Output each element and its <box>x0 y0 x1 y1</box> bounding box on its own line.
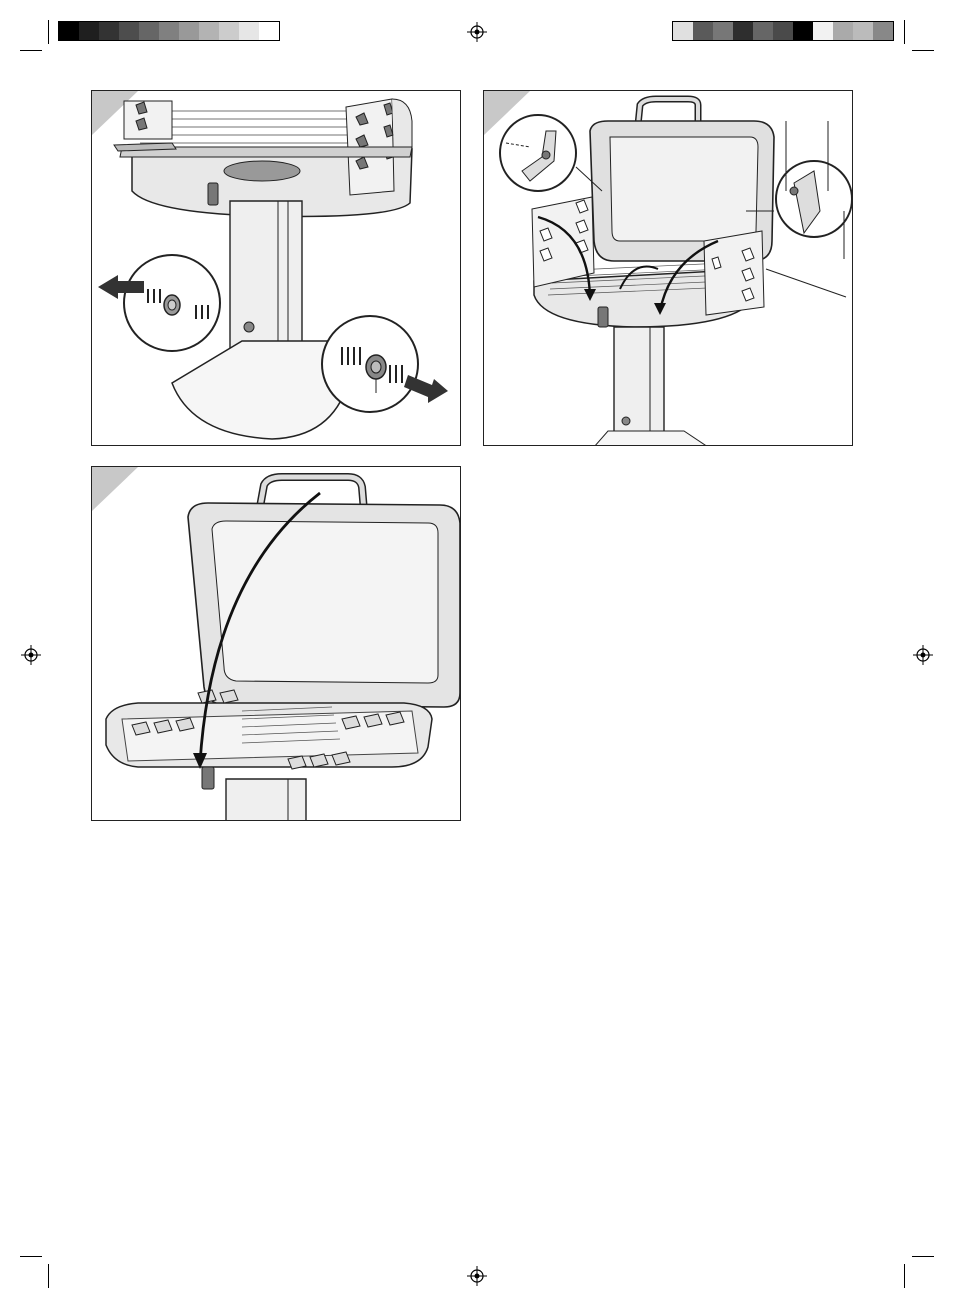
swatch <box>219 22 239 40</box>
swatch <box>59 22 79 40</box>
swatch <box>239 22 259 40</box>
swatch <box>833 22 853 40</box>
arrow-curve-icon <box>193 753 207 769</box>
swatch <box>813 22 833 40</box>
arrow-out-icon <box>404 375 448 403</box>
grill-side-knobs-illustration <box>92 91 448 440</box>
swatch <box>873 22 893 40</box>
crop-mark <box>912 50 934 51</box>
registration-target-icon <box>467 22 487 42</box>
swatch <box>199 22 219 40</box>
registration-target-icon <box>913 645 933 665</box>
swatch <box>673 22 693 40</box>
arrow-out-icon <box>98 275 144 299</box>
corner-tab <box>92 467 138 511</box>
swatch <box>159 22 179 40</box>
crop-mark <box>904 1264 905 1288</box>
crop-mark <box>48 20 49 44</box>
swatch <box>259 22 279 40</box>
registration-target-icon <box>467 1266 487 1286</box>
swatch <box>713 22 733 40</box>
arrow-curve-icon <box>584 289 596 301</box>
crop-mark <box>904 20 905 44</box>
color-calibration-strip-right <box>672 21 894 41</box>
swatch <box>853 22 873 40</box>
swatch <box>733 22 753 40</box>
step-fold-side-walls-panel <box>483 90 853 446</box>
swatch <box>773 22 793 40</box>
color-calibration-strip-left <box>58 21 280 41</box>
swatch <box>793 22 813 40</box>
grill-close-lid-illustration <box>92 467 460 820</box>
swatch <box>119 22 139 40</box>
crop-mark <box>20 1256 42 1257</box>
grill-fold-walls-illustration <box>484 91 852 445</box>
swatch <box>79 22 99 40</box>
step-close-lid-panel <box>91 466 461 821</box>
registration-target-icon <box>21 645 41 665</box>
arrow-curve-icon <box>654 303 666 315</box>
corner-tab <box>484 91 530 135</box>
swatch <box>179 22 199 40</box>
swatch <box>139 22 159 40</box>
crop-mark <box>48 1264 49 1288</box>
swatch <box>693 22 713 40</box>
swatch <box>99 22 119 40</box>
swatch <box>753 22 773 40</box>
crop-mark <box>20 50 42 51</box>
step-remove-side-knobs-panel <box>91 90 461 446</box>
crop-mark <box>912 1256 934 1257</box>
